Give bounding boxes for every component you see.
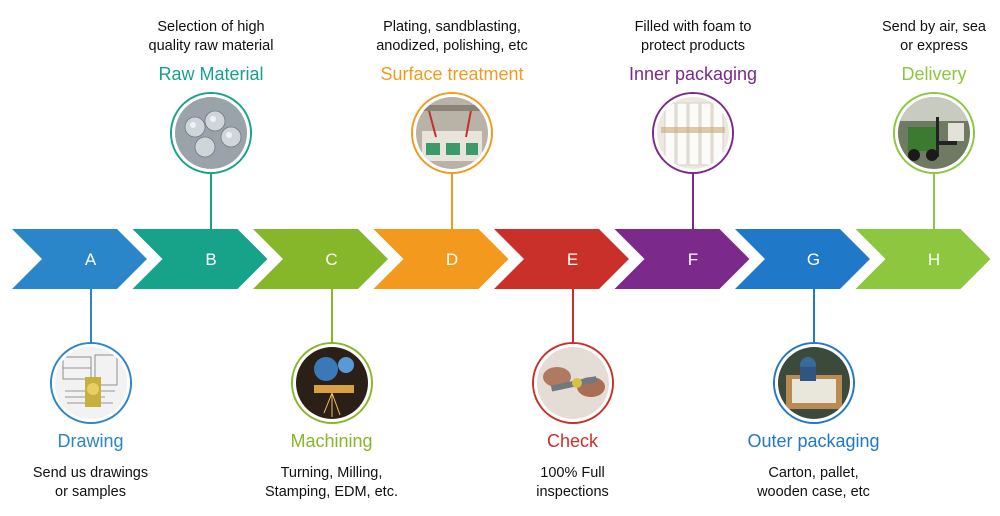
description-line: Turning, Milling, — [280, 465, 383, 481]
step-letter: E — [567, 250, 578, 269]
step-title: Machining — [290, 431, 373, 451]
step-description: 100% Full inspections — [478, 464, 668, 502]
connector-line — [933, 172, 935, 229]
step-description: Send by air, sea or express — [839, 18, 1000, 56]
carton-packing-photo — [774, 344, 853, 422]
foam-packaging-photo — [654, 94, 732, 172]
description-line: anodized, polishing, etc — [376, 38, 528, 54]
caliper-inspection-photo — [533, 344, 612, 422]
description-line: quality raw material — [148, 38, 274, 54]
chevron-c — [253, 229, 388, 289]
step-description: Selection of high quality raw material — [116, 18, 306, 56]
chevron-e — [494, 229, 629, 289]
description-line: Selection of high — [157, 19, 265, 35]
chevron-a — [12, 229, 147, 289]
chevron-g — [735, 229, 870, 289]
step-letter: F — [688, 250, 698, 269]
description-line: Plating, sandblasting, — [383, 19, 521, 35]
step-title: Raw Material — [158, 64, 264, 84]
connector-line — [89, 289, 92, 344]
step-title: Surface treatment — [380, 64, 524, 84]
plating-line-photo — [413, 94, 491, 172]
description-line: or samples — [55, 484, 126, 500]
step-description: Turning, Milling, Stamping, EDM, etc. — [237, 464, 427, 502]
description-line: protect products — [641, 38, 745, 54]
chevron-h — [855, 229, 991, 289]
forklift-delivery-photo — [895, 94, 973, 172]
connector-line — [812, 289, 815, 344]
step-title: Delivery — [901, 64, 967, 84]
blueprint-drawing-photo — [51, 344, 130, 422]
step-letter: B — [205, 250, 216, 269]
chevron-d — [373, 229, 509, 289]
connector-line — [571, 289, 574, 344]
steel-bars-photo — [172, 94, 250, 172]
chevron-f — [614, 229, 750, 289]
step-letter: A — [85, 250, 97, 269]
step-title: Check — [546, 431, 599, 451]
description-line: Send us drawings — [32, 465, 149, 481]
step-description: Carton, pallet, wooden case, etc — [719, 464, 909, 502]
step-letter: D — [446, 250, 458, 269]
step-description: Filled with foam to protect products — [598, 18, 788, 56]
connector-line — [692, 172, 694, 229]
description-line: or express — [900, 38, 968, 54]
cnc-machining-photo — [292, 344, 371, 422]
step-letter: G — [807, 250, 820, 269]
chevron-b — [132, 229, 268, 289]
description-line: 100% Full — [540, 465, 605, 481]
description-line: wooden case, etc — [757, 484, 870, 500]
description-line: Carton, pallet, — [768, 465, 859, 481]
description-line: Send by air, sea — [882, 19, 986, 35]
step-title: Drawing — [57, 431, 124, 451]
connector-line — [330, 289, 333, 344]
step-description: Send us drawings or samples — [0, 464, 186, 502]
connector-line — [210, 172, 212, 229]
step-description: Plating, sandblasting, anodized, polishin… — [357, 18, 547, 56]
description-line: Filled with foam to — [634, 19, 752, 35]
step-letter: H — [928, 250, 940, 269]
description-line: inspections — [536, 484, 609, 500]
description-line: Stamping, EDM, etc. — [265, 484, 398, 500]
step-title: Inner packaging — [628, 64, 758, 84]
connector-line — [451, 172, 453, 229]
step-letter: C — [325, 250, 337, 269]
step-title: Outer packaging — [747, 431, 880, 451]
